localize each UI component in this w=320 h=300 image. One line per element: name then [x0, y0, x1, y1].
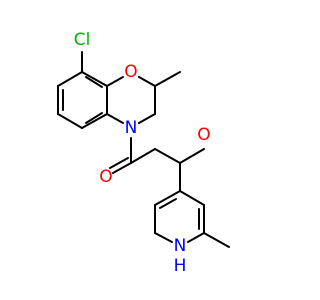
- structure-canvas: Cl O N O O N H: [57, 30, 230, 276]
- bond-py-methyl: [203, 232, 230, 248]
- atom-labels: Cl O N O O N H: [74, 30, 211, 276]
- bond-py-8: [154, 190, 181, 206]
- bond-py-6: [154, 232, 173, 243]
- bond-o-ch: [138, 76, 156, 87]
- bond-c-o-carbonyl-a: [112, 162, 132, 174]
- atom-n-ring: N: [125, 118, 138, 138]
- atom-o-ring: O: [124, 62, 137, 82]
- molecule-structure: Cl O N O O N H: [57, 30, 230, 276]
- bond-py-5: [187, 232, 205, 243]
- bond-py-inner-b: [159, 198, 177, 209]
- atom-n-pyridine: N: [174, 236, 187, 256]
- bond-c-o-hydroxy: [179, 148, 205, 164]
- bond-c-o-ring: [106, 76, 124, 87]
- bond-benz-inner-b: [85, 112, 103, 124]
- bond-py-3: [179, 190, 205, 206]
- atom-h-pyridine: H: [174, 256, 187, 276]
- bond-c-o-carbonyl-b: [109, 157, 129, 169]
- bond-benz-3: [57, 113, 83, 129]
- bond-benz-6: [81, 71, 108, 87]
- atom-cl: Cl: [74, 30, 91, 50]
- bond-benz-inner-c: [85, 76, 103, 88]
- bond-benz-4: [81, 113, 108, 129]
- bond-benz-1: [57, 71, 83, 87]
- atom-o-carbonyl: O: [99, 167, 112, 187]
- atom-o-hydroxy: O: [197, 125, 210, 145]
- bond-py-1: [154, 148, 181, 164]
- bond-carbonyl-ring: [130, 148, 156, 164]
- bond-ch-methyl: [154, 71, 181, 87]
- bond-n-c-ar: [106, 113, 124, 124]
- bonds: [57, 51, 230, 248]
- bond-ch2-n: [138, 113, 156, 124]
